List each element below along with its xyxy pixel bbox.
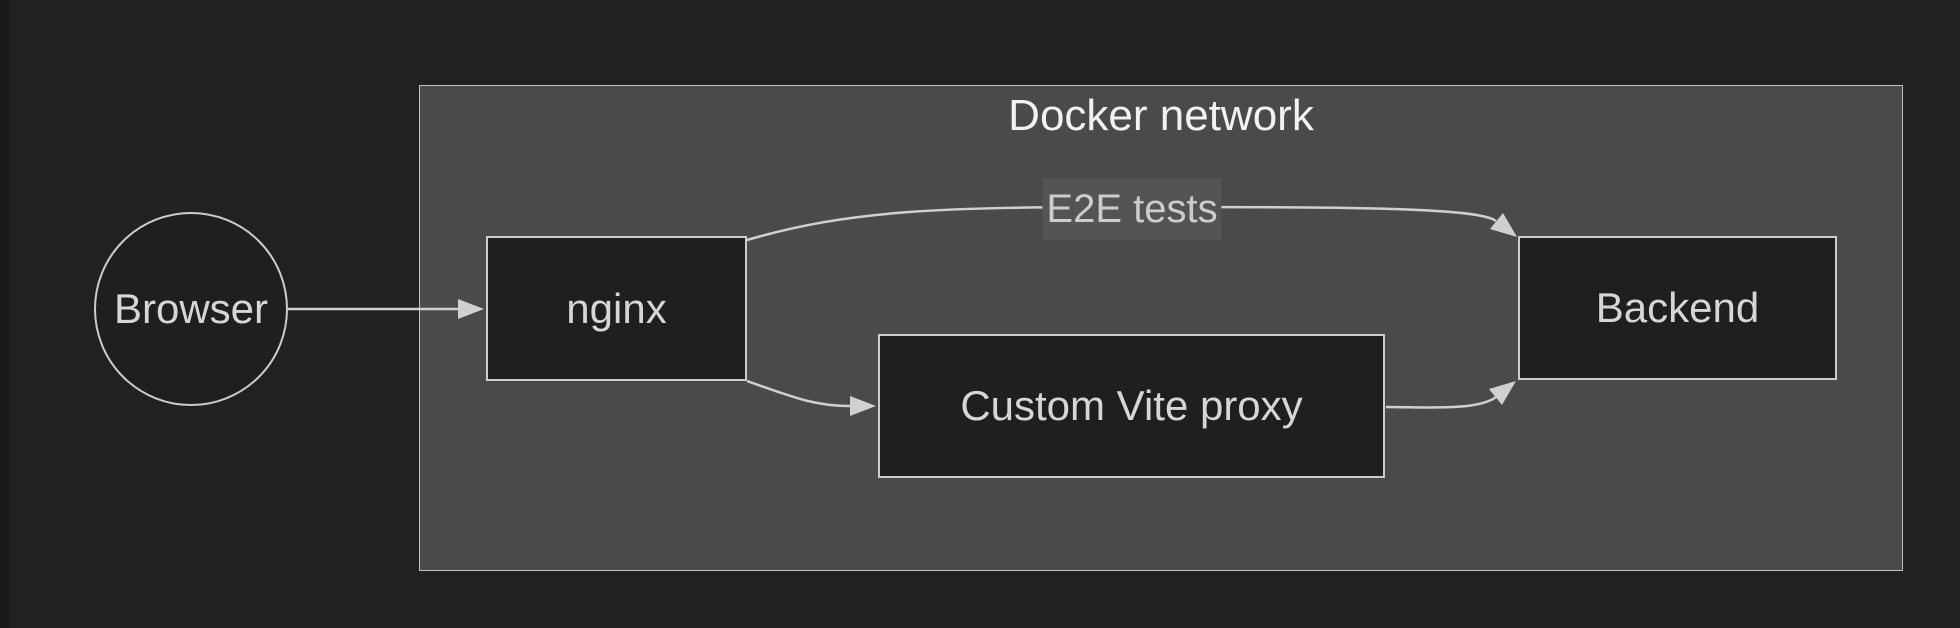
cluster-title: Docker network [1008,91,1314,140]
node-backend: Backend [1518,236,1837,380]
node-custom-vite-proxy: Custom Vite proxy [878,334,1385,478]
node-browser-label: Browser [113,285,269,332]
edge-label-e2e-tests: E2E tests [1042,178,1222,240]
node-backend-label: Backend [1595,284,1760,331]
window-left-edge [0,0,9,628]
node-browser: Browser [94,212,288,406]
node-custom-vite-proxy-label: Custom Vite proxy [960,382,1303,429]
node-nginx-label: nginx [566,284,667,332]
node-nginx: nginx [486,236,747,381]
